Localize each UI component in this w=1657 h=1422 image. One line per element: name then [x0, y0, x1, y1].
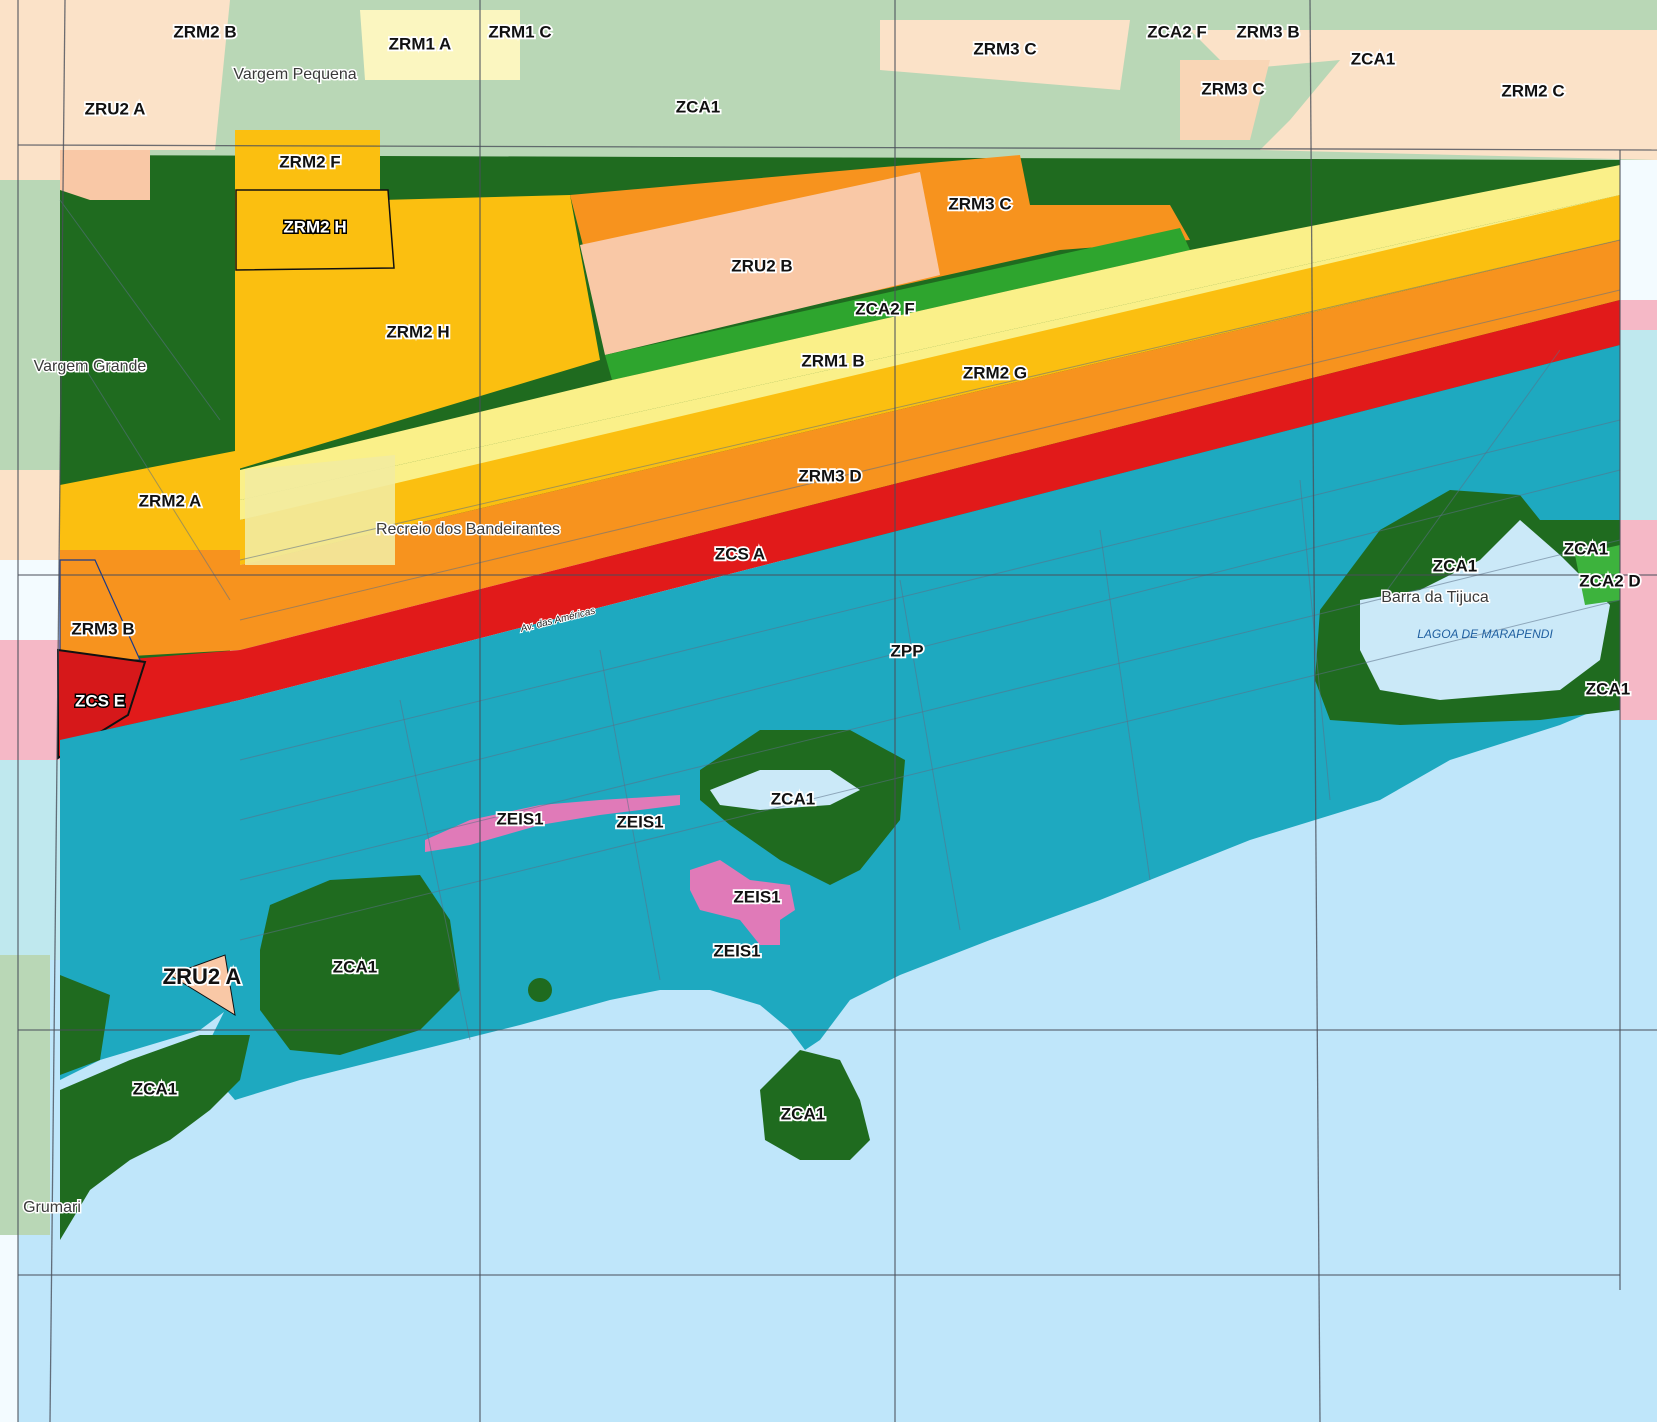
- zone-label: ZEIS1: [496, 809, 543, 828]
- place-label: Grumari: [23, 1199, 81, 1216]
- place-label: Recreio dos Bandeirantes: [376, 521, 560, 538]
- lagoa-marapendi-water: [1360, 520, 1610, 700]
- context-pink-left: [0, 640, 60, 760]
- zone-label: ZRM1 C: [488, 22, 551, 41]
- zone-label: ZCS A: [715, 544, 765, 563]
- zca1-small-islet: [528, 978, 552, 1002]
- zone-label: ZEIS1: [713, 941, 760, 960]
- zone-label: ZEIS1: [616, 812, 663, 831]
- zone-label: ZRM2 H: [283, 217, 346, 236]
- zrm2a-block: [60, 450, 240, 550]
- zone-label: ZRU2 A: [163, 964, 242, 989]
- zone-label: ZCA1: [1586, 679, 1630, 698]
- zone-label: ZCA1: [781, 1104, 825, 1123]
- zca1-sw-blob: [260, 875, 460, 1055]
- context-green-left: [0, 180, 60, 470]
- zrm2h-outline-box: [235, 189, 395, 271]
- context-peach-right: [880, 20, 1130, 90]
- zca1-lagoon-ring: [700, 730, 905, 885]
- place-labels: Vargem Pequena Vargem Grande Recreio dos…: [22, 65, 1491, 1218]
- zru2a-peach-corner: [60, 150, 150, 200]
- zca1-south-island: [760, 1050, 870, 1160]
- zone-label: ZRM1 A: [389, 34, 452, 53]
- zca2f-band: [605, 228, 1190, 380]
- zone-label: ZRM3 B: [71, 619, 134, 638]
- context-peach-ne: [1190, 30, 1657, 160]
- zca1-coast-west: [60, 975, 110, 1075]
- zone-label: ZCA1: [1433, 556, 1477, 575]
- zone-label: ZCA1: [771, 789, 815, 808]
- zone-label: ZRM3 C: [948, 194, 1011, 213]
- zone-label: ZRM2 A: [139, 491, 202, 510]
- zeis1-strip: [425, 795, 680, 852]
- zru2a-bottom-block: [168, 954, 236, 1017]
- context-cyan-left: [0, 760, 60, 960]
- context-peach-left: [0, 0, 230, 150]
- zrm2g-band: [240, 195, 1620, 565]
- zone-label: ZRM2 G: [963, 363, 1027, 382]
- zone-label: ZCS E: [75, 691, 125, 710]
- zone-label: ZRM3 D: [798, 466, 861, 485]
- zone-label: ZRM2 B: [173, 22, 236, 41]
- zone-label: ZRM3 C: [973, 39, 1036, 58]
- zone-labels: ZRM2 B ZRM1 A ZRM1 C ZRM3 C ZCA2 F ZRM3 …: [70, 21, 1643, 1126]
- context-cyan-right: [1620, 330, 1657, 520]
- zone-label: ZRM2 C: [1501, 81, 1564, 100]
- zone-label: ZCA1: [133, 1079, 177, 1098]
- zone-label: ZRM3 C: [1201, 79, 1264, 98]
- lagoon-water: [710, 770, 860, 810]
- zone-label: ZCA1: [676, 97, 720, 116]
- zone-label: ZEIS1: [733, 887, 780, 906]
- zone-label: ZRU2 B: [731, 256, 792, 275]
- zpp-area: [200, 345, 1620, 1100]
- place-label: Vargem Pequena: [233, 66, 356, 83]
- zca1-coast-sw: [60, 1035, 250, 1240]
- zcsa-band: [60, 300, 1620, 740]
- zrm3d-band: [60, 240, 1620, 660]
- zone-label: ZCA1: [333, 957, 377, 976]
- place-label: Vargem Grande: [34, 358, 147, 375]
- zone-label: ZPP: [890, 641, 923, 660]
- zru2b-block: [580, 172, 940, 355]
- zone-label: ZRU2 A: [85, 99, 146, 118]
- context-green-sw: [0, 955, 50, 1235]
- zone-label: ZCA1: [1564, 539, 1608, 558]
- zone-label: ZRM3 B: [1236, 22, 1299, 41]
- place-label: Barra da Tijuca: [1381, 589, 1489, 606]
- zone-label: ZRM2 F: [279, 152, 340, 171]
- context-peach-mid: [1180, 60, 1270, 140]
- zeis1-cluster: [690, 860, 795, 945]
- water-label: LAGOA DE MARAPENDI: [1417, 627, 1553, 641]
- zone-label: ZCA2 F: [855, 299, 915, 318]
- zrm1b-band: [240, 165, 1620, 500]
- zone-label: ZRM2 H: [386, 322, 449, 341]
- road-network: [59, 199, 1621, 1041]
- zone-label: ZCA1: [1351, 49, 1395, 68]
- zone-label: ZCA2 F: [1147, 22, 1207, 41]
- recreio-condo-block: [245, 455, 395, 565]
- map-graticule: [17, 0, 1657, 1422]
- zrm3b-left-block: [59, 559, 141, 661]
- zone-label: ZCA2 D: [1579, 571, 1640, 590]
- zone-label: ZRM1 B: [801, 351, 864, 370]
